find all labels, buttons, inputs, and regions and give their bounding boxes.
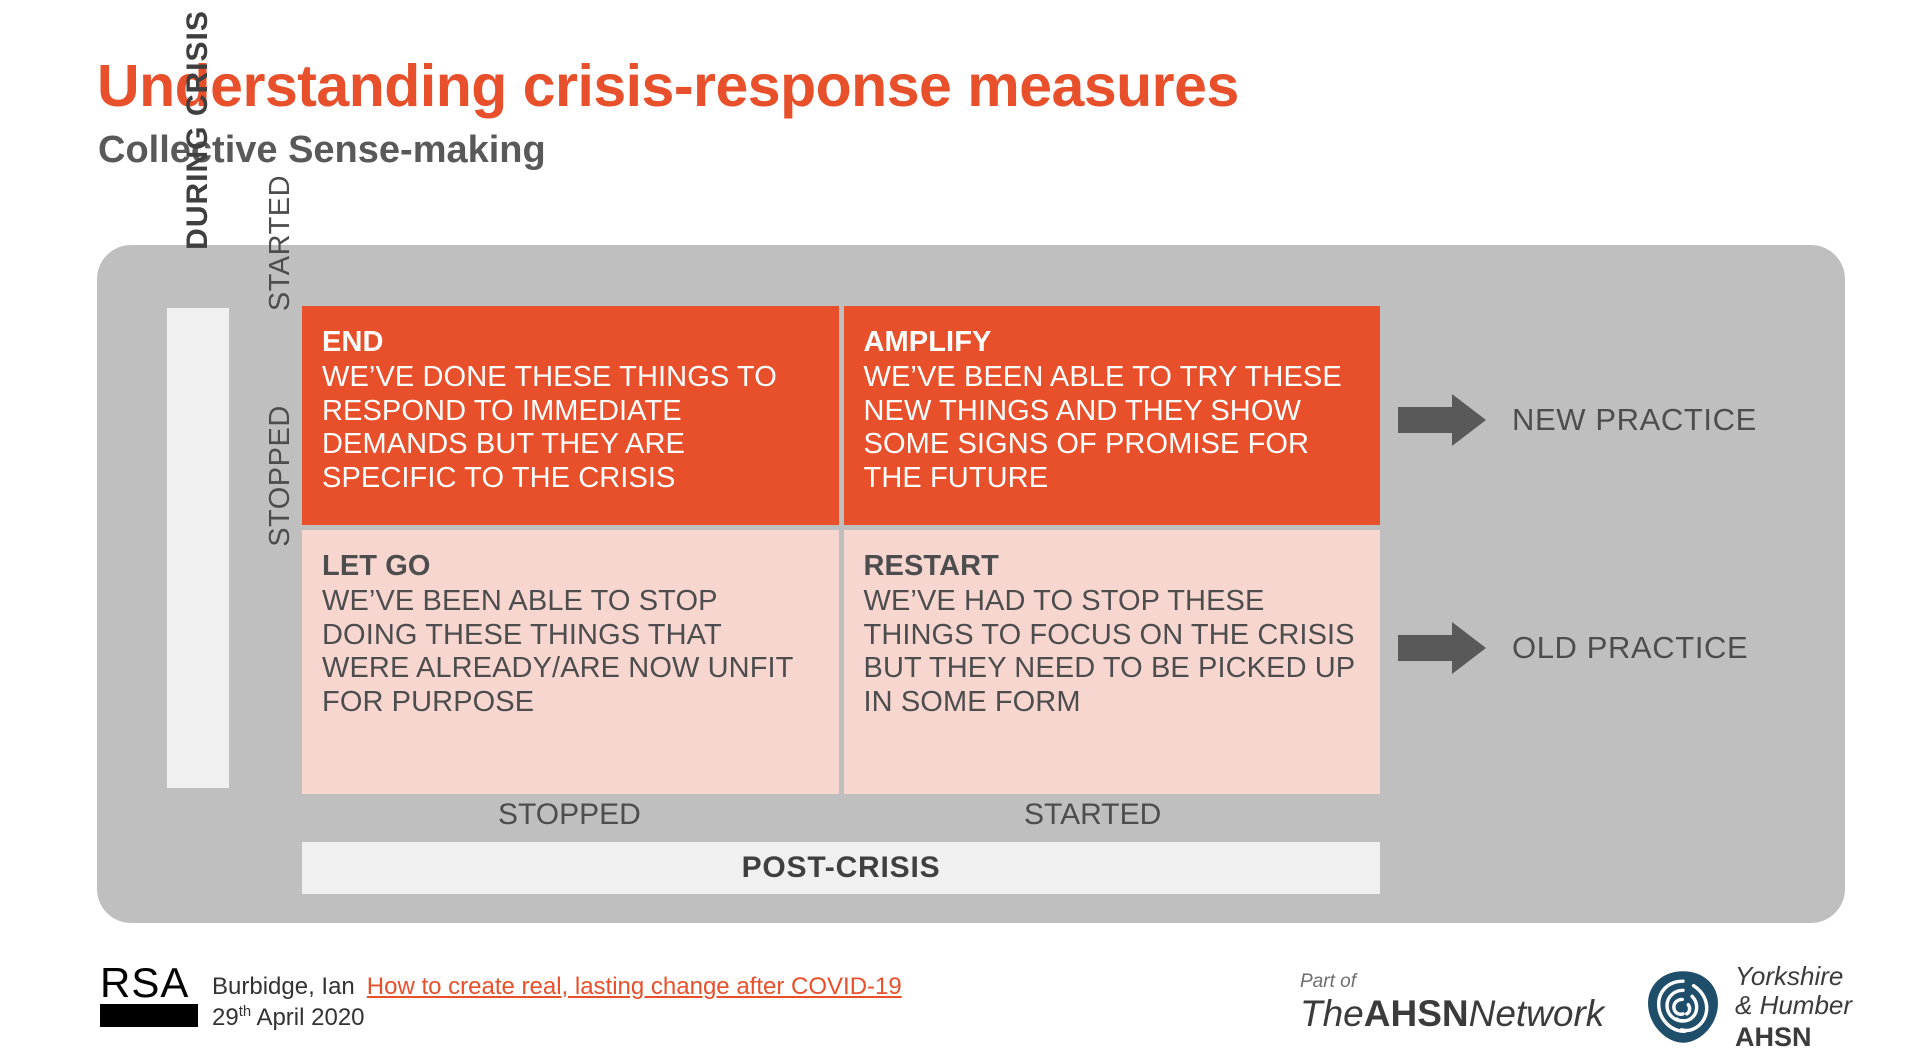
quadrant-amplify: AMPLIFY WE’VE BEEN ABLE TO TRY THESE NEW… xyxy=(843,306,1380,525)
ahsn-part-of-label: Part of xyxy=(1300,971,1356,992)
ahsn-acronym: AHSN xyxy=(1363,993,1469,1034)
citation-author: Burbidge, Ian xyxy=(212,973,355,1000)
arrow-right-icon xyxy=(1398,394,1486,446)
row-label-started: STARTED xyxy=(263,174,296,312)
yh-line-1: Yorkshire xyxy=(1735,961,1844,991)
vertical-axis-label: DURING CRISIS xyxy=(181,10,214,250)
quadrant-end: END WE’VE DONE THESE THINGS TO RESPOND T… xyxy=(302,306,839,525)
citation-date-rest: April 2020 xyxy=(251,1003,365,1031)
citation-date-ordinal: th xyxy=(238,1003,252,1020)
column-label-started: STARTED xyxy=(1024,798,1162,831)
yorkshire-humber-ahsn-logo: Yorkshire & Humber AHSN xyxy=(1645,961,1853,1052)
quadrant-let-go: LET GO WE’VE BEEN ABLE TO STOP DOING THE… xyxy=(302,530,839,794)
yh-line-3: AHSN xyxy=(1735,1022,1812,1052)
ahsn-network-word: Network xyxy=(1468,993,1605,1034)
rsa-logo-bar xyxy=(100,1004,198,1028)
quadrant-title: END xyxy=(322,326,384,358)
page-title: Understanding crisis-response measures xyxy=(97,53,1239,119)
outcome-new-practice: NEW PRACTICE xyxy=(1398,394,1757,446)
quadrant-restart: RESTART WE’VE HAD TO STOP THESE THINGS T… xyxy=(843,530,1380,794)
quadrant-title: AMPLIFY xyxy=(863,326,992,358)
rsa-logo-text: RSA xyxy=(100,959,190,1006)
quadrant-body: WE’VE DONE THESE THINGS TO RESPOND TO IM… xyxy=(322,360,777,495)
quadrant-title: LET GO xyxy=(322,550,431,582)
outcome-label: NEW PRACTICE xyxy=(1512,402,1757,437)
outcome-label: OLD PRACTICE xyxy=(1512,630,1749,665)
footer-citation: RSA Burbidge, Ian How to create real, las… xyxy=(100,959,902,1033)
quadrant-body: WE’VE HAD TO STOP THESE THINGS TO FOCUS … xyxy=(863,584,1355,719)
horizontal-axis-label: POST-CRISIS xyxy=(302,842,1380,894)
rose-logo-icon xyxy=(1648,971,1718,1043)
citation-link[interactable]: How to create real, lasting change after… xyxy=(366,973,902,1000)
ahsn-network-logo: Part of TheAHSNNetwork xyxy=(1300,972,1604,1032)
quadrant-title: RESTART xyxy=(863,550,999,582)
yh-line-2: & Humber xyxy=(1735,990,1853,1021)
quadrant-body: WE’VE BEEN ABLE TO TRY THESE NEW THINGS … xyxy=(863,360,1342,495)
rsa-logo: RSA xyxy=(100,959,198,1028)
citation-date-day: 29 xyxy=(212,1003,239,1031)
during-crisis-strip xyxy=(167,308,229,788)
citation-date: 29th April 2020 xyxy=(212,1003,902,1034)
ahsn-network-wordmark: TheAHSNNetwork xyxy=(1300,995,1604,1032)
ahsn-the: The xyxy=(1300,993,1364,1034)
outcome-old-practice: OLD PRACTICE xyxy=(1398,622,1748,674)
row-label-stopped: STOPPED xyxy=(263,405,296,547)
yorkshire-humber-wordmark: Yorkshire & Humber AHSN xyxy=(1735,961,1853,1052)
quadrant-body: WE’VE BEEN ABLE TO STOP DOING THESE THIN… xyxy=(322,584,793,719)
citation-text: Burbidge, Ian How to create real, lasting… xyxy=(212,965,902,1033)
quadrant-grid: END WE’VE DONE THESE THINGS TO RESPOND T… xyxy=(302,306,1380,794)
column-label-stopped: STOPPED xyxy=(498,798,641,831)
arrow-right-icon xyxy=(1398,622,1486,674)
page-subtitle: Collective Sense-making xyxy=(98,129,546,171)
